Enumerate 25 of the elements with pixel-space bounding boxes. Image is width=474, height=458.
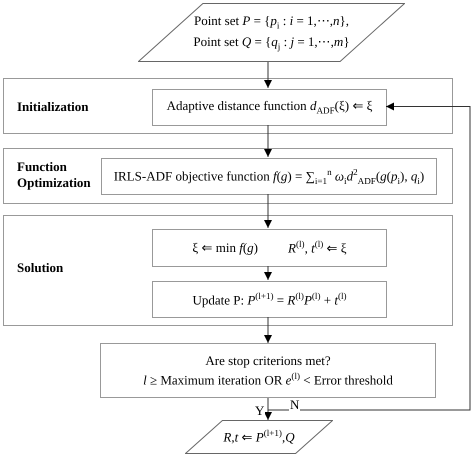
stage-label: Initialization [17, 99, 90, 115]
process-text: ξ ⇐ min f(g) [192, 238, 258, 257]
decision-box [100, 343, 436, 398]
io-text: R,t ⇐ P$^{(l+1)}$,Q [223, 427, 295, 447]
process-text: Update P: P$^{(l+1)}$ = R$^{(l)}$P$^{(l)}$ + t$^{(l)}$ [192, 290, 347, 310]
decision-text: Are stop criterions met? [205, 352, 331, 370]
stage-panel [3, 78, 453, 134]
process-box [152, 281, 387, 318]
io-text: Point set P = {p$_{i}$ : i = 1,⋯,n}, [194, 12, 350, 32]
process-box [152, 229, 387, 267]
stage-panel [3, 215, 453, 326]
input-output-parallelogram [185, 420, 333, 454]
process-box [101, 158, 437, 195]
input-output-parallelogram [138, 3, 405, 62]
process-box [152, 89, 387, 126]
edge-label: N [289, 398, 300, 411]
process-text: IRLS-ADF objective function f(g) = ∑$_{i=1}$$^{n}$ ω$_{i}$d$^{2}$$_{ADF}$(g(p$_{i}$), q$_{i}$) [114, 166, 424, 188]
io-text: Point set Q = {q$_{j}$ : j = 1,⋯,m} [193, 32, 350, 53]
stage-label: Function Optimization [17, 159, 92, 190]
process-text: R$^{(l)}$, t$^{(l)}$ ⇐ ξ [288, 238, 347, 258]
stage-panel [3, 148, 453, 204]
process-text: Adaptive distance function d$_{ADF}$(ξ) ⇐ ξ [166, 97, 372, 118]
edge-label: Y [254, 404, 266, 417]
decision-text: l ≥ Maximum iteration OR e$^{(l)}$ < Error threshold [143, 370, 393, 390]
stage-label: Solution [17, 260, 64, 276]
